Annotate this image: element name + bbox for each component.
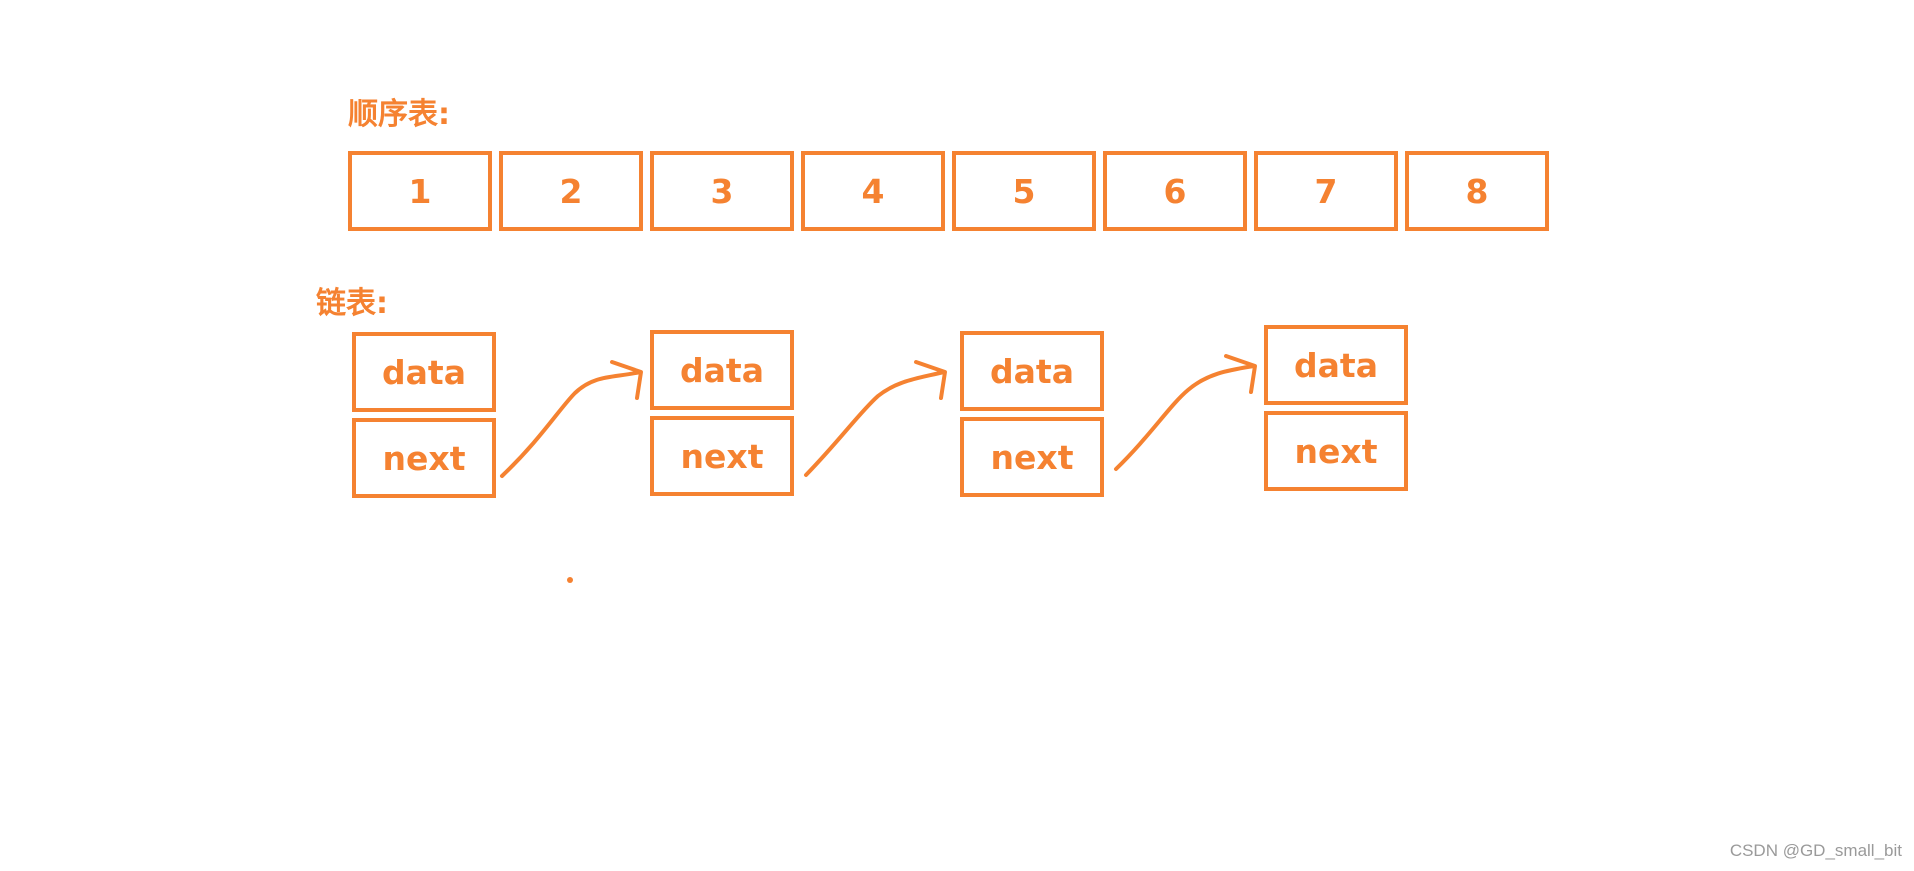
watermark: CSDN @GD_small_bit: [1729, 841, 1902, 860]
seq-cell-8: 8: [1405, 151, 1549, 231]
pointer-arrow-1: [500, 360, 643, 478]
seq-cell-4: 4: [801, 151, 945, 231]
sequential-list-label: 顺序表:: [348, 97, 450, 132]
node-next-cell: next: [960, 417, 1104, 497]
node-data-cell: data: [352, 332, 496, 412]
node-next-cell: next: [352, 418, 496, 498]
node-data-cell: data: [650, 330, 794, 410]
seq-cell-2: 2: [499, 151, 643, 231]
seq-cell-1: 1: [348, 151, 492, 231]
seq-cell-5: 5: [952, 151, 1096, 231]
linked-list-label: 链表:: [316, 286, 388, 321]
seq-cell-6: 6: [1103, 151, 1247, 231]
stray-dot: [567, 577, 573, 583]
node-data-cell: data: [960, 331, 1104, 411]
seq-cell-3: 3: [650, 151, 794, 231]
pointer-arrow-3: [1114, 354, 1257, 471]
node-next-cell: next: [650, 416, 794, 496]
node-next-cell: next: [1264, 411, 1408, 491]
node-data-cell: data: [1264, 325, 1408, 405]
seq-cell-7: 7: [1254, 151, 1398, 231]
pointer-arrow-2: [804, 360, 947, 477]
